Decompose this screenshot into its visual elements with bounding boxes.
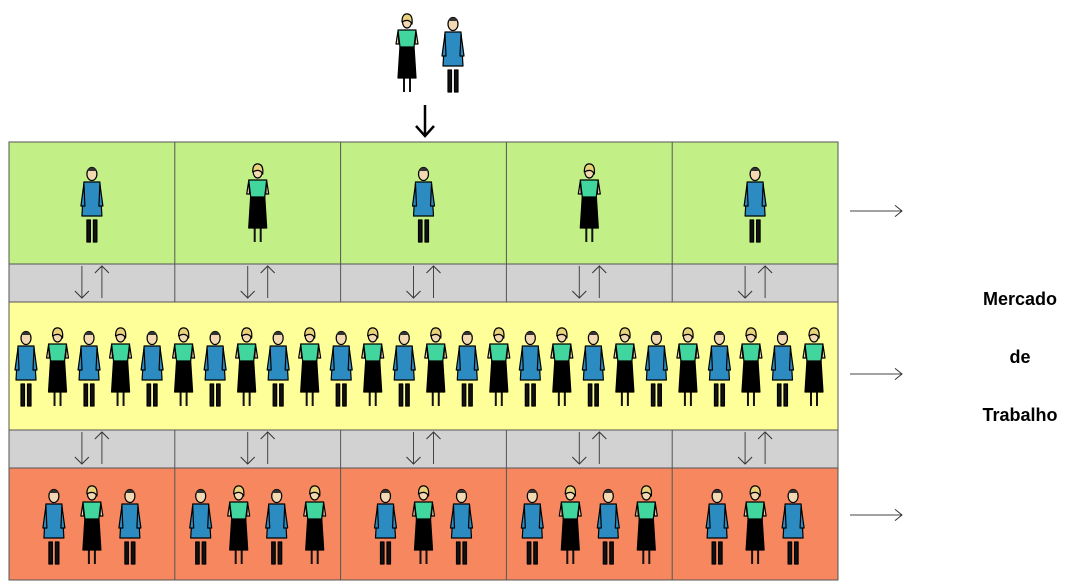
label-line-1: Mercado bbox=[982, 289, 1058, 309]
figures bbox=[14, 13, 826, 565]
woman-figure-icon bbox=[172, 327, 196, 406]
woman-figure-icon bbox=[298, 327, 322, 406]
mobility-arrows-icon bbox=[74, 431, 110, 465]
woman-figure-icon bbox=[235, 327, 259, 406]
man-figure-icon bbox=[189, 488, 213, 565]
man-figure-icon bbox=[449, 488, 474, 565]
man-figure-icon bbox=[77, 330, 101, 407]
woman-figure-icon bbox=[411, 485, 436, 564]
woman-figure-icon bbox=[550, 327, 574, 406]
man-figure-icon bbox=[80, 166, 104, 243]
mobility-arrows-icon bbox=[571, 265, 607, 299]
man-figure-icon bbox=[140, 330, 164, 407]
connector-band-2 bbox=[8, 429, 839, 469]
woman-figure-icon bbox=[743, 485, 767, 564]
man-figure-icon bbox=[520, 488, 544, 565]
woman-figure-icon bbox=[739, 327, 763, 406]
label-line-3: Trabalho bbox=[982, 405, 1058, 425]
man-figure-icon bbox=[743, 166, 767, 243]
mobility-arrows-icon bbox=[737, 265, 773, 299]
mobility-arrows-icon bbox=[406, 265, 441, 299]
man-figure-icon bbox=[266, 330, 290, 407]
mobility-arrows-icon bbox=[240, 265, 276, 299]
woman-figure-icon bbox=[634, 485, 658, 564]
man-figure-icon bbox=[518, 330, 542, 407]
woman-figure-icon bbox=[802, 327, 826, 406]
market-arrow-icon bbox=[850, 509, 903, 521]
man-figure-icon bbox=[392, 330, 416, 407]
man-figure-icon bbox=[329, 330, 353, 407]
man-figure-icon bbox=[770, 330, 795, 407]
connector-band-1 bbox=[8, 263, 839, 303]
woman-figure-icon bbox=[577, 163, 601, 242]
man-figure-icon bbox=[781, 488, 805, 565]
woman-figure-icon bbox=[45, 327, 70, 406]
man-figure-icon bbox=[42, 488, 66, 565]
woman-figure-icon bbox=[361, 327, 385, 406]
woman-figure-icon bbox=[246, 163, 270, 242]
market-arrow-icon bbox=[850, 205, 903, 217]
labour-market-label: Mercado de Trabalho bbox=[958, 270, 1082, 444]
man-figure-icon bbox=[265, 488, 289, 565]
woman-figure-icon bbox=[303, 485, 327, 564]
man-figure-icon bbox=[644, 330, 669, 407]
man-figure-icon bbox=[705, 488, 729, 565]
woman-figure-icon bbox=[395, 13, 419, 92]
woman-figure-icon bbox=[80, 485, 104, 564]
woman-figure-icon bbox=[108, 327, 133, 406]
man-figure-icon bbox=[118, 488, 142, 565]
market-arrow-icon bbox=[850, 368, 903, 380]
man-figure-icon bbox=[455, 330, 479, 407]
bands bbox=[8, 141, 839, 581]
mobility-arrows-icon bbox=[406, 431, 441, 465]
woman-figure-icon bbox=[227, 485, 251, 564]
woman-figure-icon bbox=[487, 327, 511, 406]
label-line-2: de bbox=[1009, 347, 1031, 367]
man-figure-icon bbox=[596, 488, 620, 565]
man-figure-icon bbox=[203, 330, 227, 407]
man-figure-icon bbox=[14, 330, 38, 407]
mobility-arrows-icon bbox=[571, 431, 607, 465]
man-figure-icon bbox=[373, 488, 398, 565]
mobility-arrows-icon bbox=[74, 265, 110, 299]
woman-figure-icon bbox=[424, 327, 448, 406]
man-figure-icon bbox=[581, 330, 605, 407]
man-figure-icon bbox=[707, 330, 732, 407]
arrows bbox=[74, 105, 903, 521]
mobility-arrows-icon bbox=[737, 431, 773, 465]
mobility-arrows-icon bbox=[240, 431, 276, 465]
woman-figure-icon bbox=[558, 485, 582, 564]
woman-figure-icon bbox=[676, 327, 700, 406]
man-figure-icon bbox=[411, 166, 436, 243]
man-figure-icon bbox=[441, 16, 465, 93]
entry-arrow-icon bbox=[415, 105, 435, 138]
woman-figure-icon bbox=[613, 327, 637, 406]
